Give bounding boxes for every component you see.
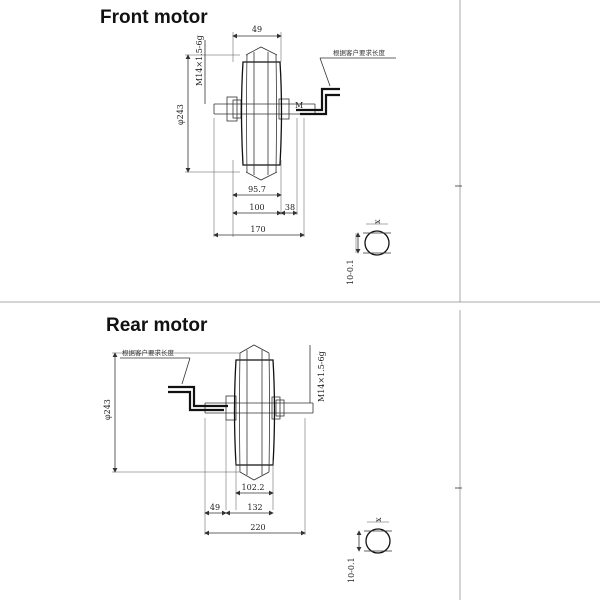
rear-dim-thread: M14×1.5-6g xyxy=(317,351,326,402)
svg-text:M: M xyxy=(295,101,303,110)
front-dim-hub-width: 49 xyxy=(252,25,262,34)
front-section-flat: 10-0.1 xyxy=(346,259,355,285)
rear-dim-d4: 220 xyxy=(250,523,265,532)
rear-dim-d1: 102.2 xyxy=(242,483,265,492)
rear-dim-diameter: φ243 xyxy=(103,399,112,420)
front-motor-title: Front motor xyxy=(100,7,208,28)
rear-section-flat: 10-0.1 xyxy=(347,557,356,583)
front-dim-diameter: φ243 xyxy=(176,104,185,125)
front-section-x: x xyxy=(373,219,382,224)
front-dim-d2: 100 xyxy=(249,203,264,212)
front-dim-d1: 95.7 xyxy=(248,185,266,194)
front-dim-d3: 38 xyxy=(285,203,295,212)
rear-length-note: 根据客户要求长度 xyxy=(122,348,175,357)
rear-dim-d2: 49 xyxy=(210,503,220,512)
front-length-note: 根据客户要求长度 xyxy=(333,48,386,57)
rear-motor-title: Rear motor xyxy=(106,315,208,336)
front-motor-drawing: M xyxy=(185,32,396,256)
rear-dim-d3: 132 xyxy=(247,503,262,512)
front-dim-d4: 170 xyxy=(250,225,265,234)
rear-motor-drawing xyxy=(112,344,392,554)
rear-section-x: x xyxy=(374,517,383,522)
front-dim-thread: M14×1.5-6g xyxy=(195,35,204,86)
